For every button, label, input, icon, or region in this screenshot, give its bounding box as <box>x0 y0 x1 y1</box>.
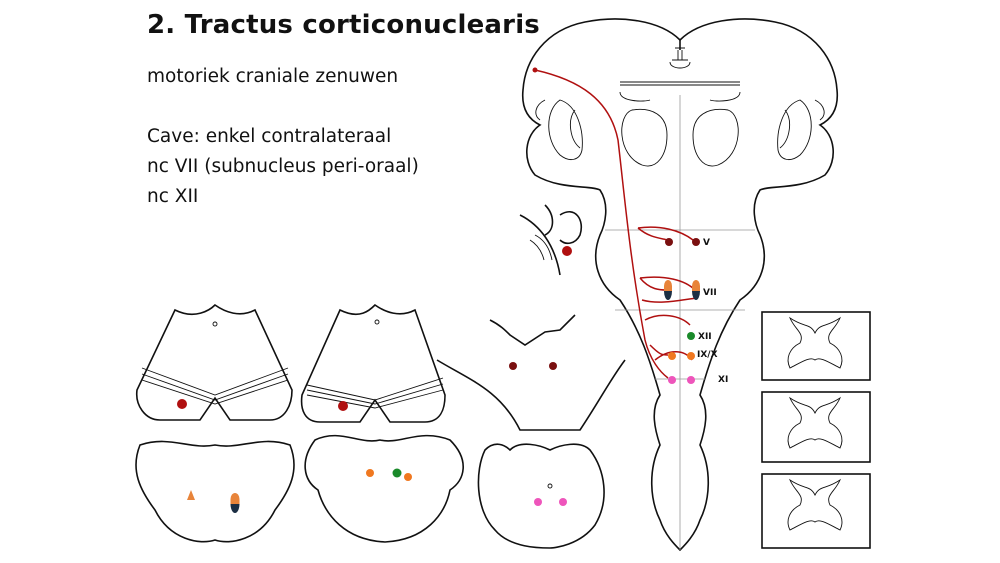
section-pons-upper <box>436 314 626 431</box>
note-2: nc VII (subnucleus peri-oraal) <box>147 156 419 177</box>
midbrain-fragment <box>519 204 582 276</box>
section-pons <box>135 440 295 543</box>
label-xi: XI <box>718 375 728 385</box>
subtitle: motoriek craniale zenuwen <box>147 66 399 87</box>
label-vii: VII <box>703 288 717 298</box>
section-midbrain-1 <box>135 303 293 421</box>
section-medulla-lower <box>477 443 605 549</box>
nucleus-ix-x <box>668 352 695 360</box>
section-medulla-upper <box>304 434 464 543</box>
corticonuclear-tract <box>532 67 698 379</box>
nucleus-vii <box>664 280 700 300</box>
label-ix-x: IX/X <box>697 350 718 360</box>
section-midbrain-2 <box>300 303 446 423</box>
nucleus-xi <box>668 376 695 384</box>
nucleus-v <box>665 238 700 246</box>
label-v: V <box>703 238 710 248</box>
nucleus-xii <box>687 332 695 340</box>
slide-title: 2. Tractus corticonuclearis <box>147 10 540 40</box>
label-xii: XII <box>698 332 712 342</box>
note-3: nc XII <box>147 186 199 207</box>
spinal-cord-sections <box>761 311 871 549</box>
note-1: Cave: enkel contralateraal <box>147 126 392 147</box>
